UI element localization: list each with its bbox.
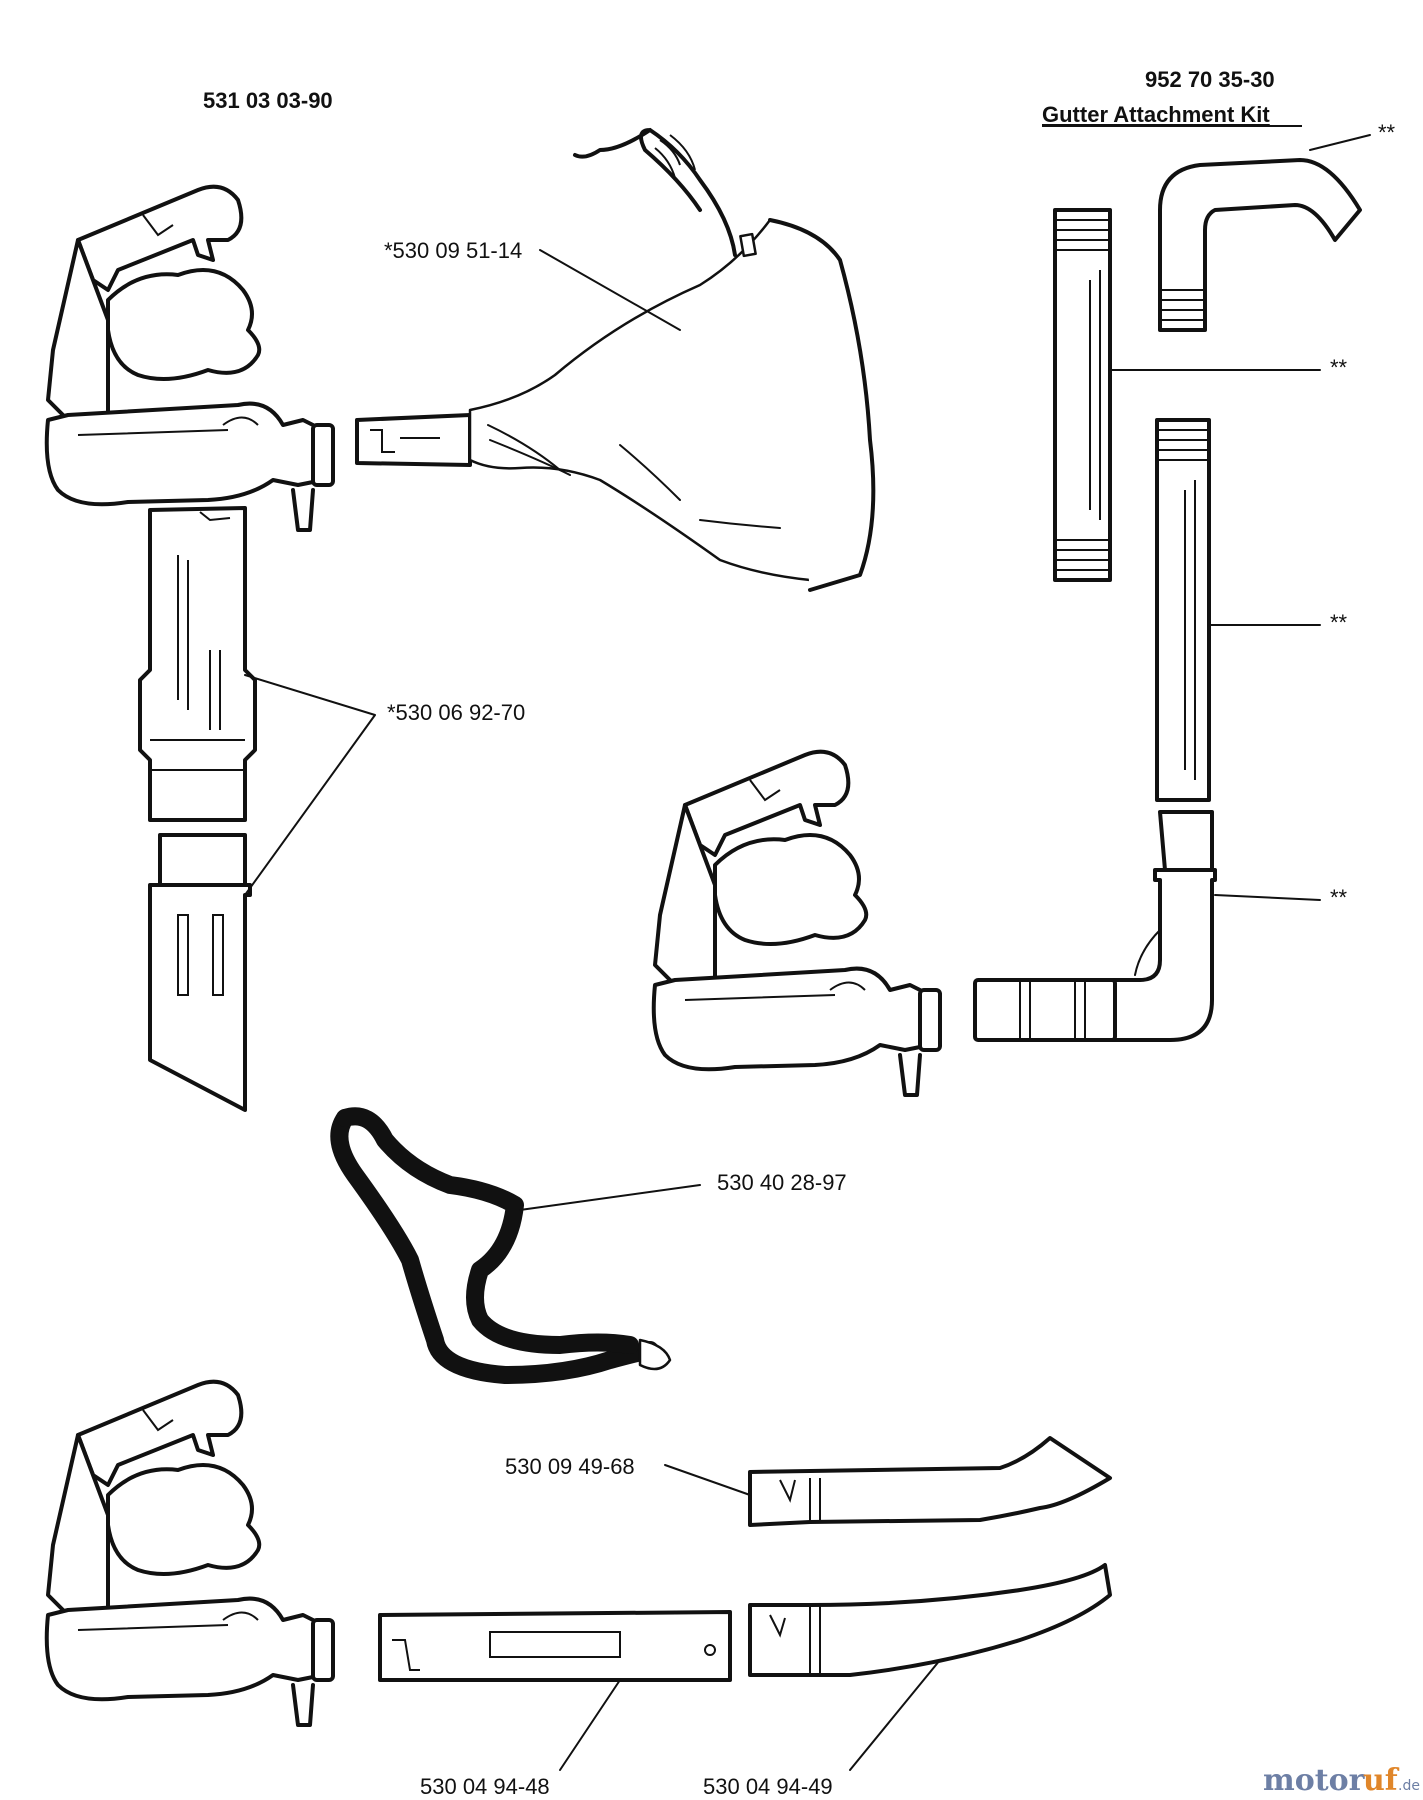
callout-gutter-3: ** — [1330, 610, 1348, 635]
leader-nozzle-b — [849, 1659, 941, 1771]
blower-tube-bottom — [378, 1610, 732, 1682]
watermark-logo: motor uf .de — [1263, 1763, 1420, 1798]
flat-nozzle — [748, 1436, 1112, 1527]
callout-nozzle-a: 530 09 49-68 — [505, 1454, 635, 1479]
callout-nozzle-b: 530 04 94-49 — [703, 1774, 833, 1799]
watermark-text-1: motor — [1263, 1763, 1366, 1798]
leader-bag — [539, 249, 681, 331]
bag-adapter — [355, 413, 472, 467]
gutter-connector — [973, 978, 1117, 1042]
kit-part-number: 531 03 03-90 — [203, 88, 333, 113]
blower-unit-bottom — [44, 1379, 335, 1727]
harness-strap — [330, 1107, 672, 1384]
collection-bag — [468, 128, 876, 592]
callout-gutter-1: ** — [1378, 120, 1396, 145]
leader-strap — [519, 1184, 701, 1211]
callout-gutter-4: ** — [1330, 885, 1348, 910]
gutter-tube-2 — [1155, 418, 1211, 802]
gutter-kit-part-number: 952 70 35-30 — [1145, 67, 1275, 92]
leader-gutter-4 — [1214, 894, 1321, 901]
callout-gutter-2: ** — [1330, 355, 1348, 380]
blower-unit-middle — [651, 749, 942, 1097]
callout-bag: *530 09 51-14 — [384, 238, 522, 263]
leader-tubes — [244, 674, 376, 896]
curved-nozzle — [748, 1563, 1112, 1677]
gutter-elbow-top — [1158, 158, 1362, 332]
watermark-text-2: uf — [1363, 1763, 1400, 1798]
vacuum-tube-upper — [138, 506, 257, 822]
leader-gutter-1 — [1309, 134, 1371, 151]
callout-tube-b: 530 04 94-48 — [420, 1774, 550, 1799]
watermark-suffix: .de — [1398, 1778, 1420, 1794]
gutter-elbow-lower — [1108, 810, 1217, 1042]
vacuum-tube-lower — [148, 833, 252, 1112]
gutter-tube-1 — [1053, 208, 1112, 582]
callout-strap: 530 40 28-97 — [717, 1170, 847, 1195]
callout-tubes: *530 06 92-70 — [387, 700, 525, 725]
leader-nozzle-a — [664, 1464, 751, 1496]
gutter-kit-title: Gutter Attachment Kit — [1042, 102, 1270, 127]
leader-tube-b — [559, 1679, 621, 1771]
blower-unit-top — [44, 184, 335, 532]
